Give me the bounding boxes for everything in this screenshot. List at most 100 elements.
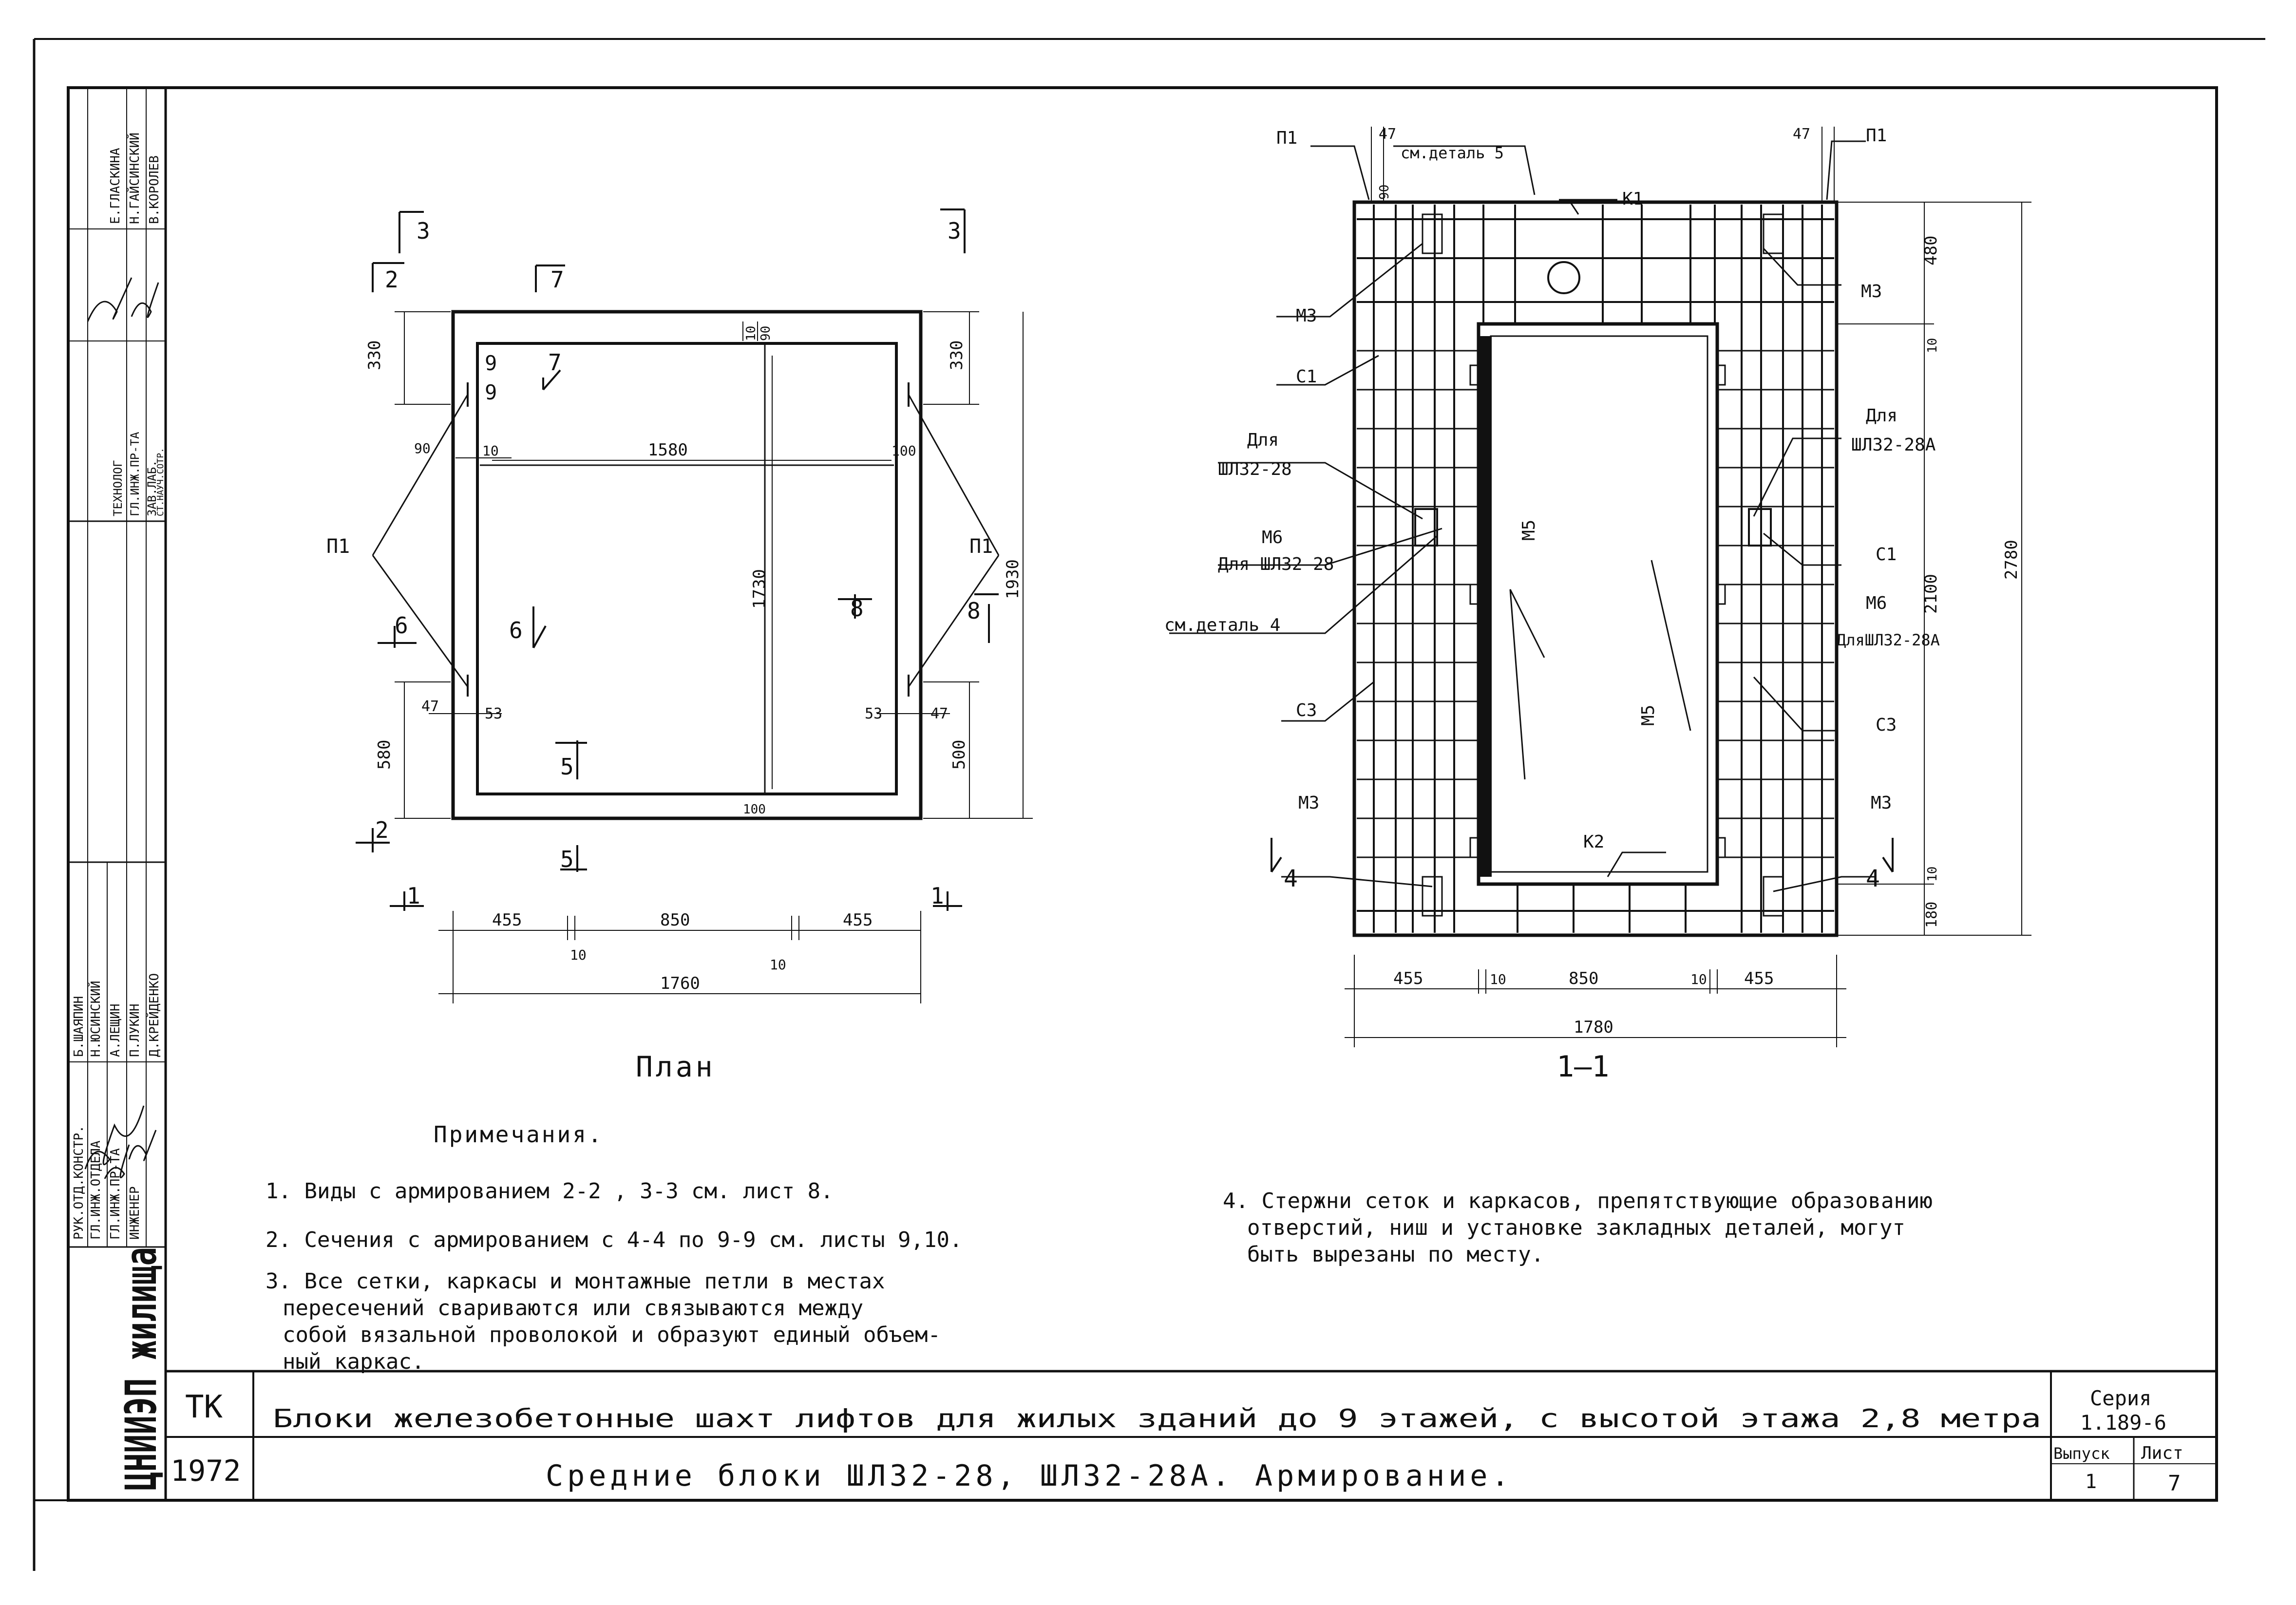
- plan-dim-47-right: 47: [930, 705, 948, 722]
- plan-mark-8-inner: 8: [850, 595, 864, 622]
- stamp-name-3: А.ЛЕЩИН: [108, 1003, 123, 1057]
- plan-dim-1580: 1580: [648, 440, 688, 460]
- sec-dim-10-b: 10: [1690, 971, 1707, 987]
- plan-dim-1760: 1760: [660, 974, 700, 993]
- sec-k1: К1: [1622, 189, 1643, 209]
- sec-p1-left: П1: [1276, 128, 1297, 148]
- plan-mark-1-left: 1: [407, 883, 420, 909]
- plan-dim-455-right: 455: [843, 910, 873, 930]
- plan-dim-47-left: 47: [421, 698, 439, 715]
- stamp-name-b1: Е.ГЛАСКИНА: [108, 148, 123, 224]
- plan-dim-330-left: 330: [365, 340, 384, 370]
- stamp-role-1: РУК.ОТД.КОНСТР.: [72, 1125, 86, 1240]
- signature-3: [128, 1130, 157, 1161]
- plan-mark-8-right: 8: [967, 598, 981, 624]
- sec-dim-480: 480: [1921, 236, 1941, 265]
- tb-issue: 1: [2085, 1471, 2097, 1493]
- signature-4: [87, 277, 133, 322]
- stamp-role-b1: ТЕХНОЛОГ: [111, 460, 125, 516]
- stamp-role-2: ГЛ.ИНЖ.ОТДЕЛА: [89, 1140, 103, 1240]
- plan-dim-10-b: 10: [770, 957, 786, 973]
- sec-for-28a-1: Для: [1866, 406, 1898, 426]
- sec-dim-10-bottom: 10: [1925, 867, 1940, 882]
- sec-m3-bl: М3: [1298, 793, 1319, 813]
- plan-mark-2-top: 2: [385, 266, 398, 293]
- notes-heading: Примечания.: [434, 1121, 604, 1148]
- section-caption: 1—1: [1556, 1050, 1609, 1084]
- plan-dim-53-left: 53: [485, 705, 502, 722]
- sec-dim-2780: 2780: [2002, 540, 2021, 580]
- sec-dim-90: 90: [1377, 185, 1392, 200]
- sec-c3-left: С3: [1296, 700, 1317, 720]
- sec-see-detail-5: см.деталь 5: [1401, 144, 1504, 162]
- tb-series: 1.189-6: [2080, 1411, 2166, 1435]
- plan-mark-6-inner: 6: [509, 617, 523, 643]
- plan-mark-1-right: 1: [930, 883, 944, 909]
- tb-year: 1972: [171, 1454, 241, 1488]
- plan-p1-left: П1: [326, 535, 350, 558]
- sec-dim-850: 850: [1569, 969, 1598, 988]
- rebar-grid: [1357, 205, 1834, 933]
- rebar-horizontals: [1357, 350, 1834, 858]
- plan-dim-10-top: 10: [744, 326, 759, 341]
- opening-edge-shade: [1480, 336, 1492, 877]
- sec-for-28-left-2: ШЛ32-28: [1218, 459, 1292, 479]
- sec-m5-bottom: М5: [1638, 705, 1658, 726]
- tb-title-1: Блоки железобетонные шахт лифтов для жил…: [273, 1404, 2041, 1434]
- sec-dim-47-left: 47: [1379, 126, 1396, 143]
- signature-2: [104, 1144, 130, 1179]
- section-1-1: П1 47 см.деталь 5 К1 47 П1 90 М3 М3 С1 Д…: [1164, 126, 2031, 1084]
- plan-dim-1930: 1930: [1003, 559, 1023, 599]
- signature-1: [84, 1105, 145, 1170]
- plan-mark-3-left: 3: [417, 218, 430, 244]
- plan-dim-455-left: 455: [492, 910, 522, 930]
- sec-p1-right: П1: [1866, 126, 1887, 146]
- signature-5: [131, 282, 159, 318]
- title-block: ТК 1972 Блоки железобетонные шахт лифтов…: [166, 1370, 2217, 1500]
- tb-tk: ТК: [185, 1389, 223, 1425]
- stamp-name-1: Б.ШАЯПИН: [72, 996, 86, 1057]
- note-4c: быть вырезаны по месту.: [1247, 1242, 1544, 1267]
- sec-m6-right-for: ДляШЛ32-28А: [1837, 631, 1940, 649]
- sec-see-detail-4: см.деталь 4: [1164, 615, 1280, 635]
- plan-mark-5-bottom: 5: [560, 846, 574, 872]
- plan-dim-100-right: 100: [892, 443, 916, 459]
- plan-dim-330-right: 330: [947, 340, 967, 370]
- stamp-role-3: ГЛ.ИНЖ.ПР-ТА: [108, 1148, 123, 1240]
- tb-title-2: Средние блоки ШЛ32-28, ШЛ32-28А. Армиров…: [546, 1459, 1513, 1493]
- sec-dim-1780: 1780: [1574, 1018, 1613, 1037]
- plan-dim-90-top: 90: [759, 326, 773, 341]
- stamp-name-2: Н.ЮСИНСКИЙ: [88, 981, 103, 1057]
- sec-dim-2100: 2100: [1921, 574, 1941, 614]
- stamp-name-4: П.ЛУКИН: [128, 1003, 142, 1057]
- tb-series-label: Серия: [2090, 1386, 2151, 1410]
- sec-c1-left: С1: [1296, 367, 1317, 387]
- sec-k2: К2: [1583, 832, 1604, 852]
- plan-mark-7-top: 7: [550, 266, 564, 293]
- plan-dim-10-left: 10: [482, 443, 499, 459]
- plan-mark-5-inner: 5: [560, 754, 574, 780]
- plan-mark-3-right: 3: [948, 218, 961, 244]
- plan-inner-wall: [476, 342, 898, 795]
- note-4b: отверстий, ниш и установке закладных дет…: [1247, 1215, 1905, 1240]
- sec-c1-right: С1: [1876, 545, 1897, 565]
- stamp-role-b3: ЗАВ.ЛАБ.: [145, 460, 159, 516]
- sec-m5-top: М5: [1519, 520, 1539, 541]
- sec-dim-180: 180: [1923, 902, 1940, 928]
- org-logo-text: ЦНИИЭП жилища: [116, 1247, 166, 1491]
- sec-dim-10-top: 10: [1925, 338, 1940, 353]
- plan-mark-2-bottom: 2: [375, 817, 389, 843]
- note-3a: 3. Все сетки, каркасы и монтажные петли …: [266, 1269, 885, 1294]
- sec-dim-10-a: 10: [1490, 971, 1506, 987]
- sec-dim-455-left: 455: [1393, 969, 1423, 988]
- stamp-role-b4: СТ.НАУЧ.СОТР.: [155, 448, 166, 516]
- note-2: 2. Сечения с армированием с 4-4 по 9-9 с…: [266, 1227, 962, 1252]
- plan-dim-100-bottom: 100: [743, 802, 766, 817]
- sec-m3-br: М3: [1871, 793, 1892, 813]
- sec-m6-left: М6: [1262, 528, 1283, 548]
- stamp-name-b2: Н.ГАЙСИНСКИЙ: [127, 132, 142, 224]
- sec-dim-455-right: 455: [1744, 969, 1774, 988]
- sec-m3-tl: М3: [1296, 306, 1317, 326]
- note-4a: 4. Стержни сеток и каркасов, препятствую…: [1223, 1189, 1933, 1213]
